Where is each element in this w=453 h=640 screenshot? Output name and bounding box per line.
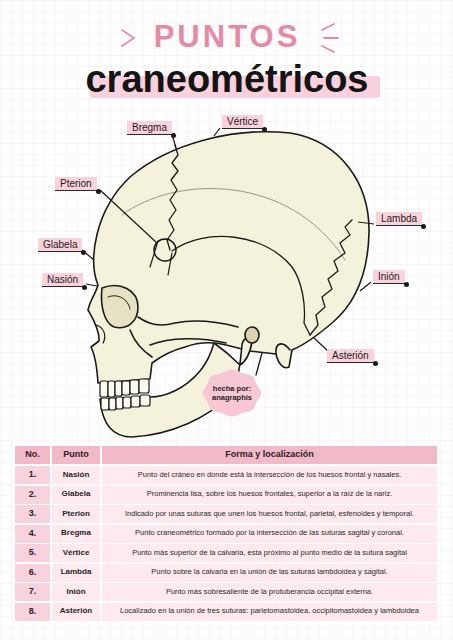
cranium — [88, 132, 369, 383]
table-cell: 4. — [15, 525, 50, 543]
label-text: Nasión — [47, 274, 78, 286]
zygomatic-arch — [130, 317, 238, 357]
skull-drawing — [88, 132, 369, 437]
label-text: Asterión — [332, 350, 369, 362]
mastoid — [276, 344, 290, 354]
ear-canal — [245, 327, 259, 343]
nasal-aperture — [96, 325, 105, 343]
label-text: Bregma — [132, 122, 167, 134]
table-cell: 3. — [15, 505, 50, 523]
coronal-suture — [167, 145, 178, 250]
table-cell: Inión — [52, 583, 100, 601]
table-cell: 1. — [15, 466, 50, 484]
pterion-circle — [154, 239, 176, 261]
table-cell: 2. — [15, 486, 50, 504]
table-cell: Bregma — [52, 525, 100, 543]
table-header: No. — [15, 446, 50, 464]
table-cell: Indicado por unas suturas que unen los h… — [102, 505, 437, 523]
point-label: Pterion — [55, 177, 97, 191]
credit-badge: hecha por: anagraphis — [202, 369, 262, 417]
table-cell: Punto del cráneo en donde está la inters… — [102, 466, 437, 484]
table-cell: Lambda — [52, 564, 100, 582]
table-cell: 5. — [15, 544, 50, 562]
orbit-detail — [108, 296, 130, 309]
label-text: Vértice — [227, 116, 258, 128]
label-text: Lambda — [381, 213, 417, 225]
label-text: Inión — [378, 271, 400, 283]
table-cell: 7. — [15, 583, 50, 601]
table-cell: 6. — [15, 564, 50, 582]
lambdoid-suture — [310, 220, 352, 335]
table-header: Forma y localización — [102, 446, 437, 464]
label-text: hecha por: anagraphis — [209, 384, 255, 402]
table-cell: Nasión — [52, 466, 100, 484]
teeth — [100, 379, 150, 410]
squamosal-suture — [172, 236, 310, 335]
point-label: Inión — [373, 270, 405, 284]
table-header: Punto — [52, 446, 100, 464]
point-label: Nasión — [42, 273, 83, 287]
table-cell: Pterion — [52, 505, 100, 523]
leader-lines — [82, 128, 374, 352]
badge-outline — [203, 369, 262, 416]
styloid — [256, 353, 262, 375]
sphenoid-sutures — [150, 241, 172, 275]
point-label: Bregma — [127, 121, 172, 135]
table-cell: Vértice — [52, 544, 100, 562]
table-cell: Prominencia lisa, sobre los huesos front… — [102, 486, 437, 504]
table-cell: 8. — [15, 603, 50, 621]
table-cell: Glabela — [52, 486, 100, 504]
label-text: Pterion — [60, 178, 92, 190]
point-label: Asterión — [327, 349, 374, 363]
point-label: Lambda — [376, 212, 422, 226]
page-title: PUNTOS craneométricos — [76, 16, 378, 100]
point-label: Glabela — [38, 238, 82, 252]
table-cell: Asterión — [52, 603, 100, 621]
table-cell: Punto más sobresaliente de la protuberan… — [102, 583, 437, 601]
table-cell: Punto más superior de la calvaria, esta … — [102, 544, 437, 562]
table-cell: Punto sobre la calvaria en la unión de l… — [102, 564, 437, 582]
label-text: Glabela — [43, 239, 77, 251]
table-cell: Punto craneométrico formado por la inter… — [102, 525, 437, 543]
table-cell: Localizado en la unión de tres suturas: … — [102, 603, 437, 621]
point-label: Vértice — [222, 115, 263, 129]
orbit — [102, 286, 139, 328]
